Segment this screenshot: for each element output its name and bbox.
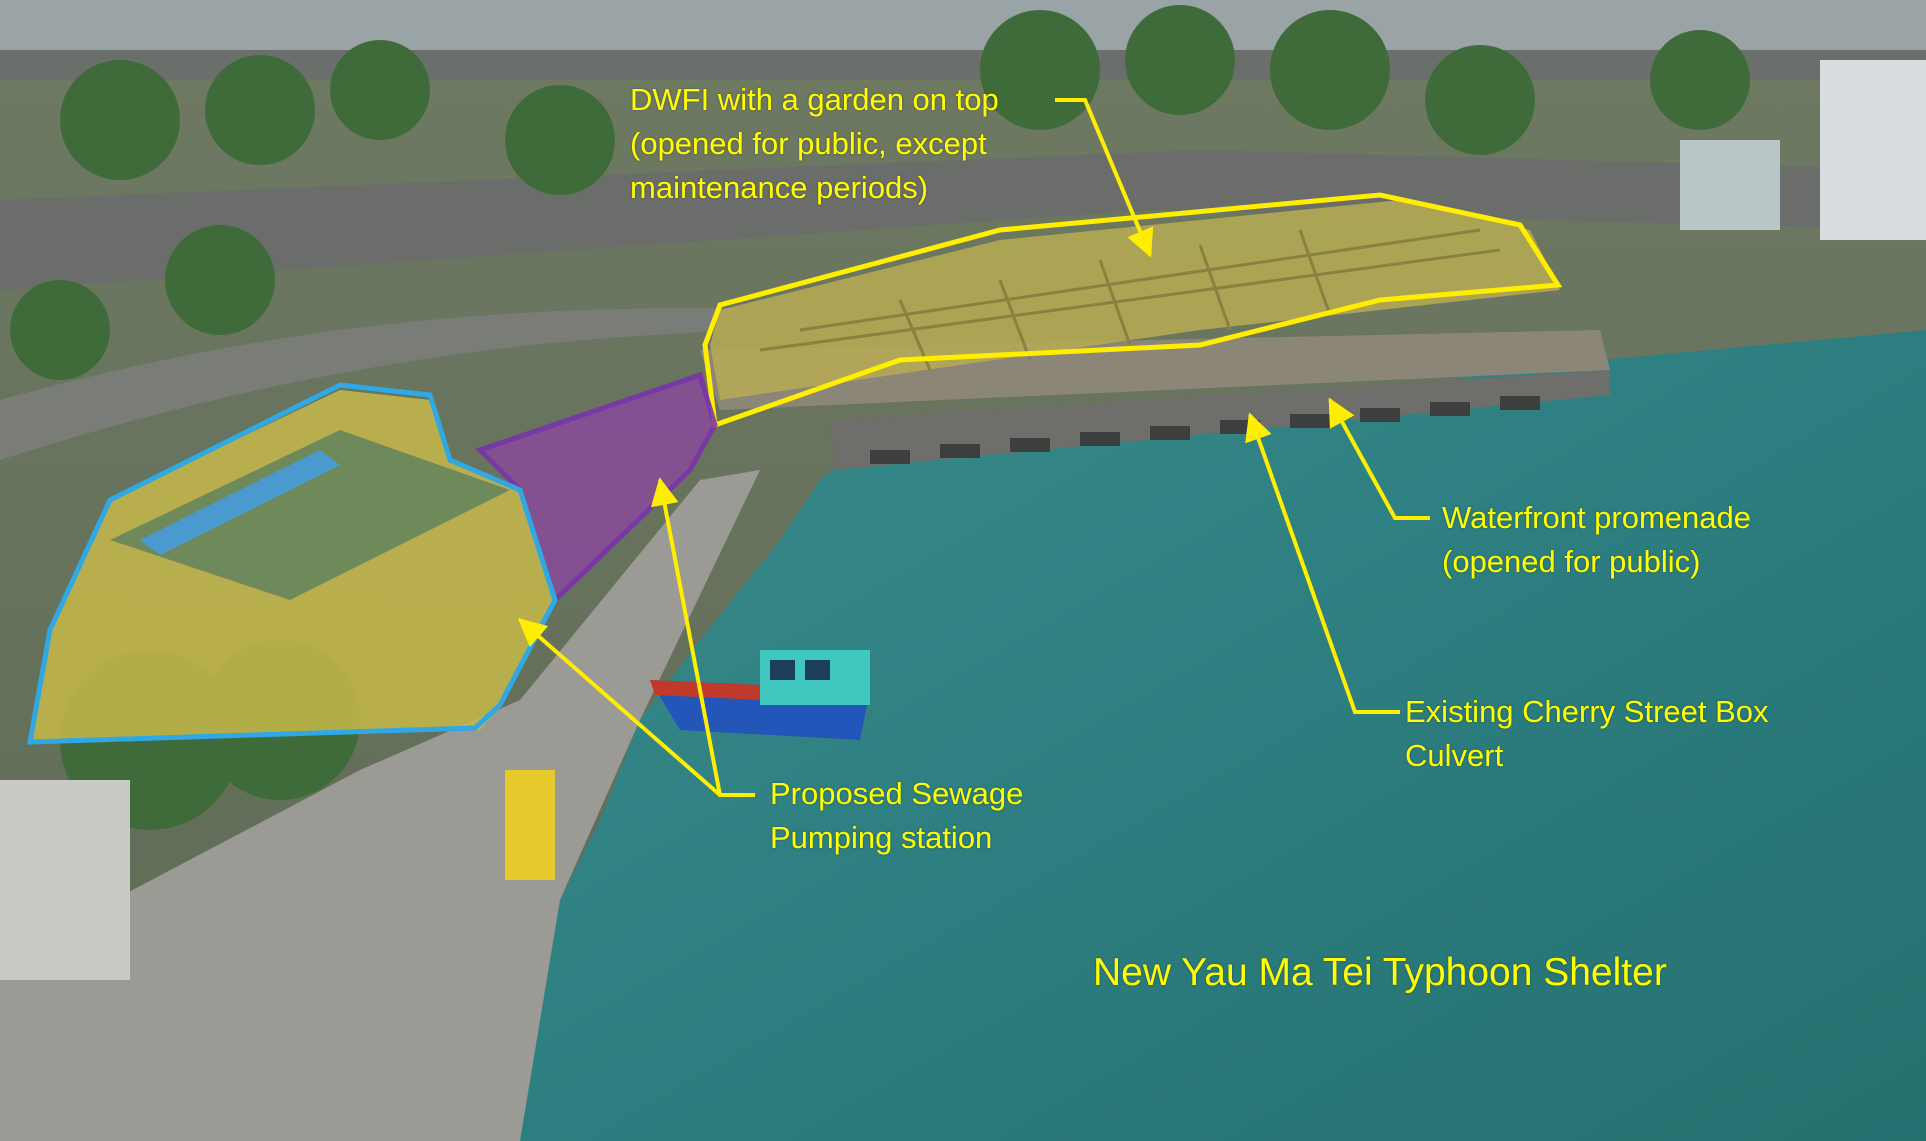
pumping-label: Proposed Sewage Pumping station [770,772,1023,860]
arrow-pointer-icon [517,618,722,797]
water [520,330,1926,1141]
culvert-label: Existing Cherry Street Box Culvert [1405,690,1769,778]
pumping-label-line-2: Pumping station [770,820,993,855]
arrow-pointer-icon [1055,98,1154,258]
kiosk [0,780,130,980]
road [0,150,1926,290]
solar-panels [140,450,340,555]
promenade-label: Waterfront promenade (opened for public) [1442,496,1751,584]
pumping-station-outline [26,382,558,745]
dwfi-outline [702,192,1563,429]
culvert-label-line-2: Culvert [1405,738,1504,773]
highway [0,50,1926,80]
typhoon-shelter-label: New Yau Ma Tei Typhoon Shelter [1093,951,1667,994]
promenade-label-line-1: Waterfront promenade [1442,500,1752,535]
annotation-arrows [517,98,1430,797]
overpass [0,0,1926,50]
quay [0,470,760,1141]
pumping-station-roof [110,430,510,600]
dwfi-label-line-3: maintenance periods) [630,170,929,205]
dwfi-label-line-1: DWFI with a garden on top [630,82,999,117]
promenade-label-line-2: (opened for public) [1442,544,1701,579]
dwfi-label: DWFI with a garden on top (opened for pu… [630,78,999,210]
dwfi-label-line-2: (opened for public, except [630,126,987,161]
culvert-label-line-1: Existing Cherry Street Box [1405,694,1769,729]
shed-right [1680,140,1780,230]
building-right [1820,60,1926,240]
pumping-label-line-1: Proposed Sewage [770,776,1024,811]
yellow-steps [505,770,555,880]
arrow-pointer-icon [1328,397,1430,520]
arrow-pointer-icon [1245,412,1400,714]
